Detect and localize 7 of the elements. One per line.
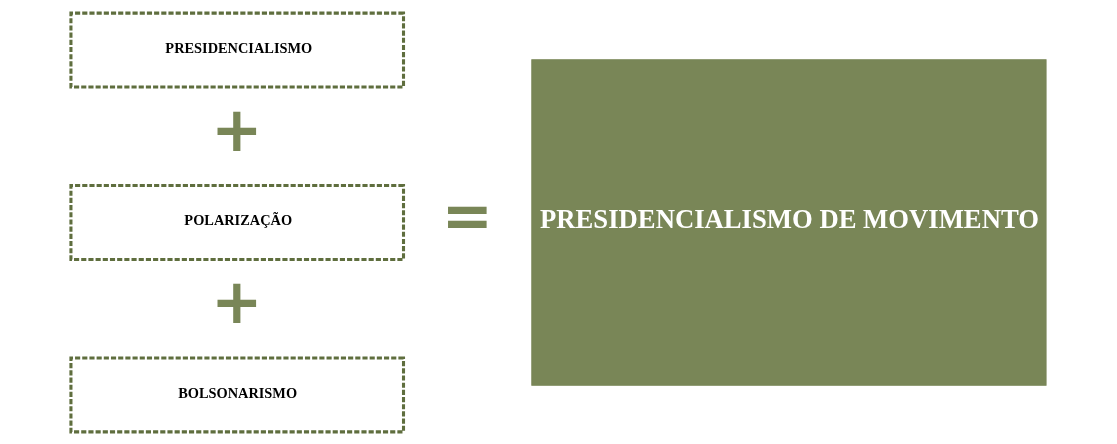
node-box: PRESIDENCIALISMO DE MOVIMENTO	[531, 58, 1047, 386]
node-box: BOLSONARISMO	[69, 355, 406, 433]
label: +	[211, 265, 263, 338]
label: =	[441, 179, 494, 252]
label: +	[211, 93, 263, 166]
node-box: POLARIZAÇÃO	[69, 183, 406, 261]
node-box: PRESIDENCIALISMO	[69, 11, 406, 89]
